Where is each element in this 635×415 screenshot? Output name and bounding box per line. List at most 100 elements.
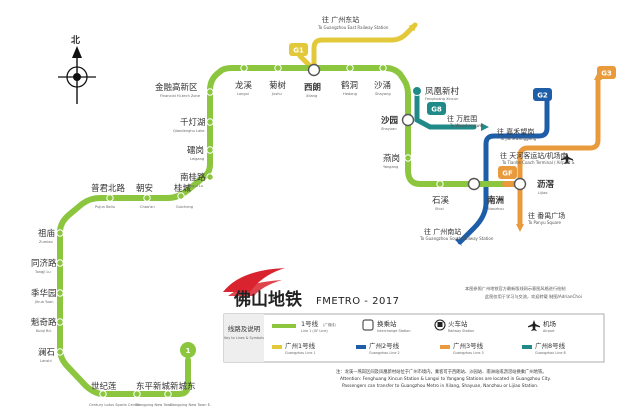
station-lijiao[interactable]: 沥滘 Lijiao (537, 179, 555, 195)
station-jushu[interactable]: 菊树 Jushu (269, 80, 287, 96)
gz-line2-route (457, 95, 550, 245)
station-hedong[interactable]: 鹤洞 Hedong (341, 80, 358, 96)
airport-icon (561, 153, 573, 164)
svg-text:Airport: Airport (543, 329, 555, 333)
station-xincheng-dong[interactable]: 新城东 Dongping New Town E. (170, 381, 211, 407)
svg-text:Guangzhou Line 8: Guangzhou Line 8 (535, 351, 566, 355)
svg-text:普君北路: 普君北路 (91, 183, 126, 194)
station-qiandenghu[interactable]: 千灯湖 Qiandenghu Lake (173, 117, 206, 133)
svg-text:Financial Hi-tech Zone: Financial Hi-tech Zone (160, 94, 201, 98)
legend-key-en: Key to Lines & Symbols (224, 336, 264, 340)
dest-gz-south[interactable]: 往 广州南站 To Guangzhou South Railway Statio… (419, 227, 494, 241)
dest-tianhe-bus[interactable]: 往 天河客运站/机场南 To Tianhe Coach Terminal / A… (500, 151, 575, 165)
north-compass-icon: 北 (58, 34, 96, 104)
dest-jiahewanggang[interactable]: 往 嘉禾望岗 To Jiahewanggang (497, 127, 537, 141)
svg-text:Railway Station: Railway Station (448, 329, 474, 333)
svg-text:往 番禺广场: 往 番禺广场 (528, 211, 565, 220)
legend-gz2: 广州2号线 Guangzhou Line 2 (356, 341, 400, 355)
station-zumiao[interactable]: 祖庙 Zumiao (38, 228, 56, 244)
svg-text:沙涌: 沙涌 (374, 80, 391, 91)
svg-text:新城东: 新城东 (170, 381, 196, 392)
station-shayong[interactable]: 沙涌 Shayong (374, 80, 391, 96)
svg-text:Dongping New Town: Dongping New Town (136, 403, 173, 407)
gz-line8-route (414, 88, 477, 130)
svg-text:祖庙: 祖庙 (38, 228, 56, 239)
legend-interchange: 换乘站 Interchange Station (362, 319, 411, 333)
station-shijilian[interactable]: 世纪莲 Century Lotus Sports Center (89, 381, 141, 407)
svg-text:南桂路: 南桂路 (180, 172, 206, 183)
legend-airport (528, 320, 540, 331)
station-jinronggaoxin[interactable]: 金融高新区 Financial Hi-tech Zone (155, 82, 201, 98)
footnotes: 注：龙溪—燕岗区间及凤凰新村站位于广州市境内，乘客可于西朗站、沙园站、南洲站或沥… (336, 368, 551, 389)
brand-title-en: FMETRO - 2017 (316, 296, 400, 307)
badge-g8[interactable]: G8 (427, 102, 446, 115)
note-zh: 注：龙溪—燕岗区间及凤凰新村站位于广州市境内，乘客可于西朗站、沙园站、南洲站或沥… (336, 368, 547, 375)
svg-text:1: 1 (186, 347, 191, 355)
station-fenghuangxincun[interactable]: 凤凰新村 Fenghuang Xincun (425, 86, 460, 101)
station-nanzhou[interactable]: 南洲 Nanzhou (487, 195, 504, 211)
station-shixi[interactable]: 石溪 Shixi (432, 195, 450, 211)
station-longxi[interactable]: 龙溪 Longxi (235, 80, 253, 96)
svg-text:Guangzhou Line 2: Guangzhou Line 2 (369, 351, 400, 355)
station-tongjilu[interactable]: 同济路 Tongji Lu (31, 258, 57, 274)
svg-text:Tongji Lu: Tongji Lu (34, 270, 51, 274)
svg-text:礌岗: 礌岗 (187, 145, 204, 156)
station-kuijiaolu[interactable]: 魁奇路 Kuiqi Rd. (31, 317, 57, 333)
station-chaoan[interactable]: 朝安 Chao'an (136, 183, 155, 209)
svg-text:广州3号线: 广州3号线 (453, 341, 484, 350)
svg-text:1号线: 1号线 (301, 319, 319, 328)
svg-text:Lijiao: Lijiao (538, 191, 547, 195)
svg-text:Fenghuang Xincun: Fenghuang Xincun (425, 97, 458, 101)
svg-text:Leigang: Leigang (190, 157, 204, 161)
svg-text:澜石: 澜石 (38, 348, 55, 358)
station-jihuayuan[interactable]: 季华园 Jihua Yuan (31, 288, 57, 304)
svg-text:南洲: 南洲 (487, 195, 504, 206)
svg-text:桂城: 桂城 (174, 183, 192, 194)
dest-wanshengwei[interactable]: 往 万胜围 To Wanshengwei (447, 114, 483, 128)
station-leigang[interactable]: 礌岗 Leigang (187, 145, 204, 161)
station-lanshi[interactable]: 澜石 Lanshi (38, 348, 55, 363)
svg-text:西朗: 西朗 (304, 82, 321, 93)
svg-text:Yangang: Yangang (383, 165, 398, 169)
svg-text:往 天河客运站/机场南: 往 天河客运站/机场南 (500, 151, 568, 160)
svg-text:千灯湖: 千灯湖 (180, 117, 206, 128)
svg-text:广州2号线: 广州2号线 (369, 341, 400, 350)
badge-g1[interactable]: G1 (289, 43, 308, 56)
dest-gz-east[interactable]: 往 广州东站 To Guangzhou East Railway Station (317, 15, 389, 30)
svg-text:火车站: 火车站 (448, 319, 468, 328)
svg-text:Guicheng: Guicheng (176, 205, 193, 209)
gz-line1-route (311, 22, 418, 73)
badge-line1[interactable]: 1 (180, 342, 196, 358)
station-nanguilu[interactable]: 南桂路 Nangui Lu (180, 172, 206, 188)
svg-text:季华园: 季华园 (31, 288, 57, 299)
svg-text:往 万胜围: 往 万胜围 (447, 114, 477, 123)
station-pujinbeilu[interactable]: 普君北路 Pujun Beilu (91, 183, 126, 209)
svg-text:鹤洞: 鹤洞 (341, 80, 358, 91)
svg-text:Interchange Station: Interchange Station (377, 329, 411, 333)
svg-text:龙溪: 龙溪 (235, 80, 253, 91)
station-dongping-xincheng[interactable]: 东平新城 Dongping New Town (136, 381, 173, 407)
svg-text:G2: G2 (537, 92, 548, 100)
svg-text:菊树: 菊树 (269, 80, 287, 91)
svg-text:沥滘: 沥滘 (537, 179, 555, 190)
fmetro-logo-icon (223, 268, 285, 296)
station-guicheng[interactable]: 桂城 Guicheng (174, 183, 193, 209)
svg-text:Pujun Beilu: Pujun Beilu (95, 205, 115, 209)
station-shayuan[interactable]: 沙园 Shayuan (381, 116, 398, 131)
legend: 线路及说明 Key to Lines & Symbols 1号线 (广佛线) L… (223, 313, 605, 363)
gz-line3-route (517, 77, 601, 227)
svg-text:Century Lotus Sports Center: Century Lotus Sports Center (89, 403, 141, 407)
station-yangang[interactable]: 燕岗 Yangang (383, 153, 400, 169)
dest-panyu-square[interactable]: 往 番禺广场 To Panyu Square (527, 211, 565, 225)
station-xilang[interactable]: 西朗 Xilang (304, 82, 321, 98)
svg-text:朝安: 朝安 (136, 183, 153, 194)
svg-text:To Guangzhou East Railway Stat: To Guangzhou East Railway Station (317, 25, 389, 30)
svg-text:To Tianhe Coach Terminal / Air: To Tianhe Coach Terminal / Airport S. (501, 160, 575, 165)
badge-g2[interactable]: G2 (533, 88, 552, 101)
railway-station-icon (434, 319, 446, 331)
svg-text:燕岗: 燕岗 (383, 153, 400, 164)
legend-railway: 火车站 Railway Station (434, 319, 474, 333)
badge-g3[interactable]: G3 (597, 66, 616, 79)
svg-text:石溪: 石溪 (432, 195, 450, 206)
badge-gf[interactable]: GF (498, 166, 517, 179)
